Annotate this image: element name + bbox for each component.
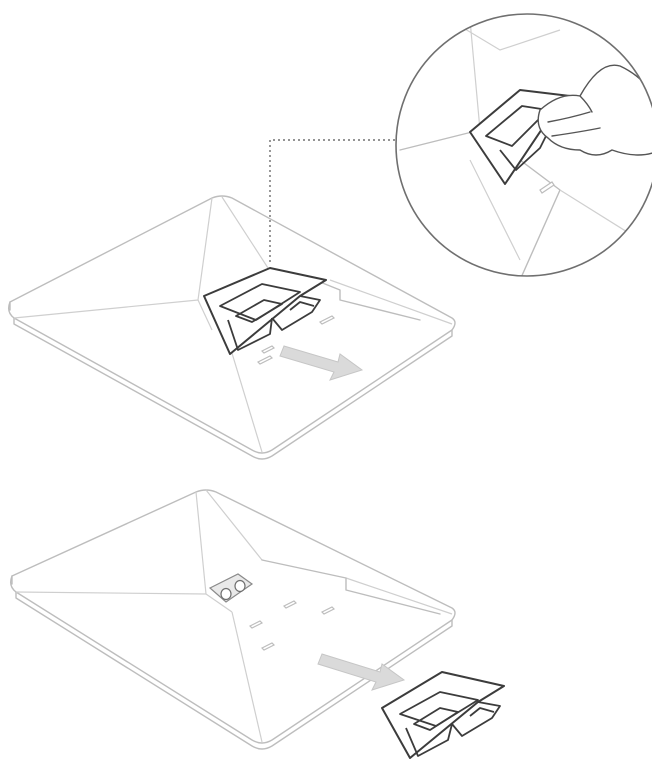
remove-arrow-icon (318, 654, 404, 690)
step-1-illustration (9, 140, 455, 459)
hinge-mount (210, 574, 252, 602)
zoom-leader-line (270, 140, 404, 262)
hinge-cover-attached (204, 268, 326, 354)
magnifier-circle (390, 10, 652, 290)
hinge-cover-removed (382, 672, 504, 758)
step-2-illustration (11, 490, 504, 758)
pull-arrow-icon (280, 346, 362, 380)
